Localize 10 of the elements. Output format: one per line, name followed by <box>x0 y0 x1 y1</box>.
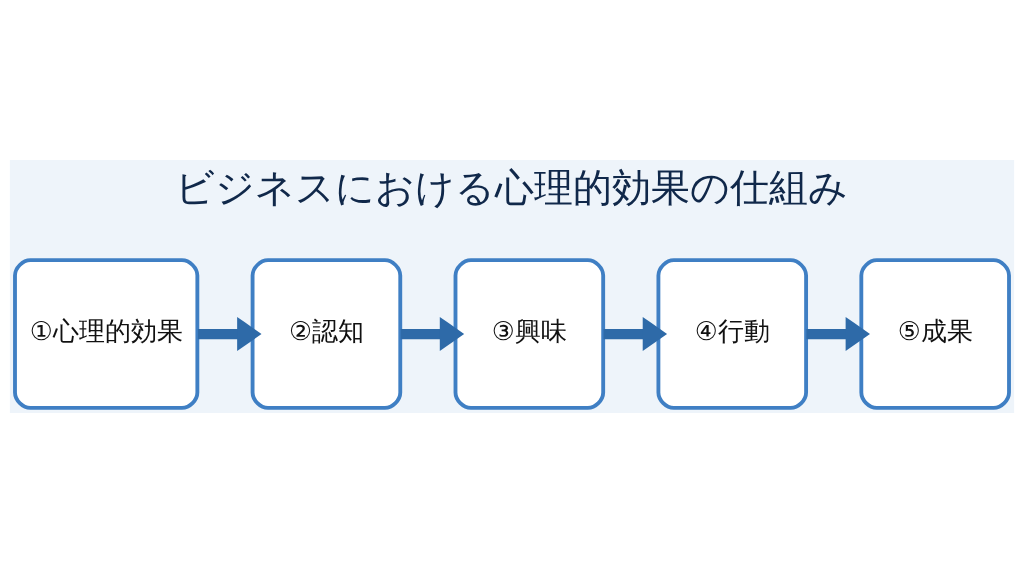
node-box: ④行動 <box>656 257 809 410</box>
arrow <box>806 316 870 351</box>
node-box: ⑤成果 <box>859 257 1011 410</box>
arrow <box>197 316 262 351</box>
node-box: ③興味 <box>453 257 606 410</box>
node-box: ②認知 <box>250 257 403 410</box>
arrow <box>400 316 465 351</box>
node-box: ①心理的効果 <box>13 257 200 410</box>
arrow <box>603 316 668 351</box>
diagram-title: ビジネスにおける心理的効果の仕組み <box>175 164 849 210</box>
